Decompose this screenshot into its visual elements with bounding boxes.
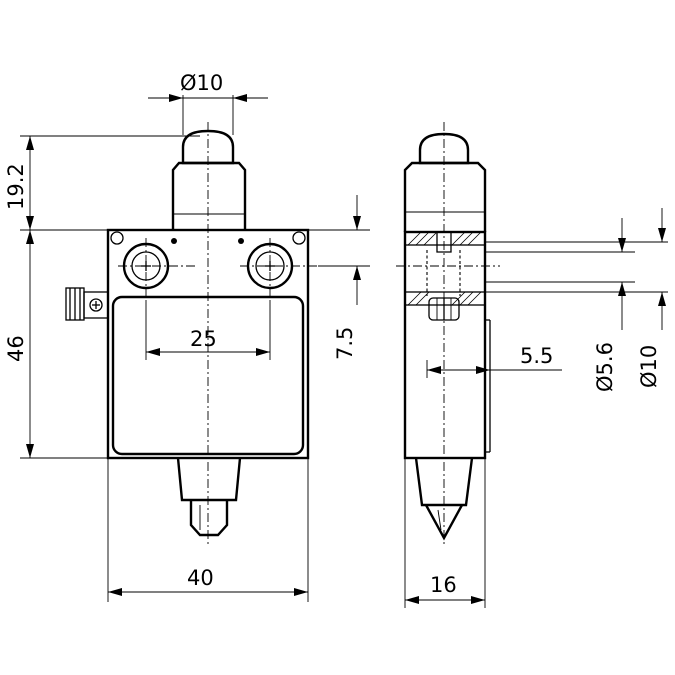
front-plunger-housing: [171, 161, 247, 230]
cable-gland: [65, 287, 109, 321]
dim-body-width: 40: [187, 566, 214, 590]
dim-plunger-height: 19.2: [4, 163, 28, 210]
section-hatch: [404, 231, 486, 306]
side-view: [396, 122, 500, 545]
dim-side-offset: 5.5: [520, 344, 553, 368]
front-plunger-dome: [181, 129, 235, 165]
dim-body-height: 46: [4, 335, 28, 362]
dim-front-plunger-diameter: Ø10: [180, 71, 223, 95]
front-view: [65, 122, 318, 545]
dim-hole-spacing: 25: [190, 327, 217, 351]
dim-bore-diameter-large: Ø10: [637, 345, 661, 388]
dim-hole-offset: 7.5: [333, 327, 357, 360]
dim-bore-diameter-small: Ø5.6: [593, 342, 617, 392]
dimension-lines: [20, 94, 668, 608]
dim-side-width: 16: [430, 573, 457, 597]
bottom-actuator: [176, 457, 242, 502]
